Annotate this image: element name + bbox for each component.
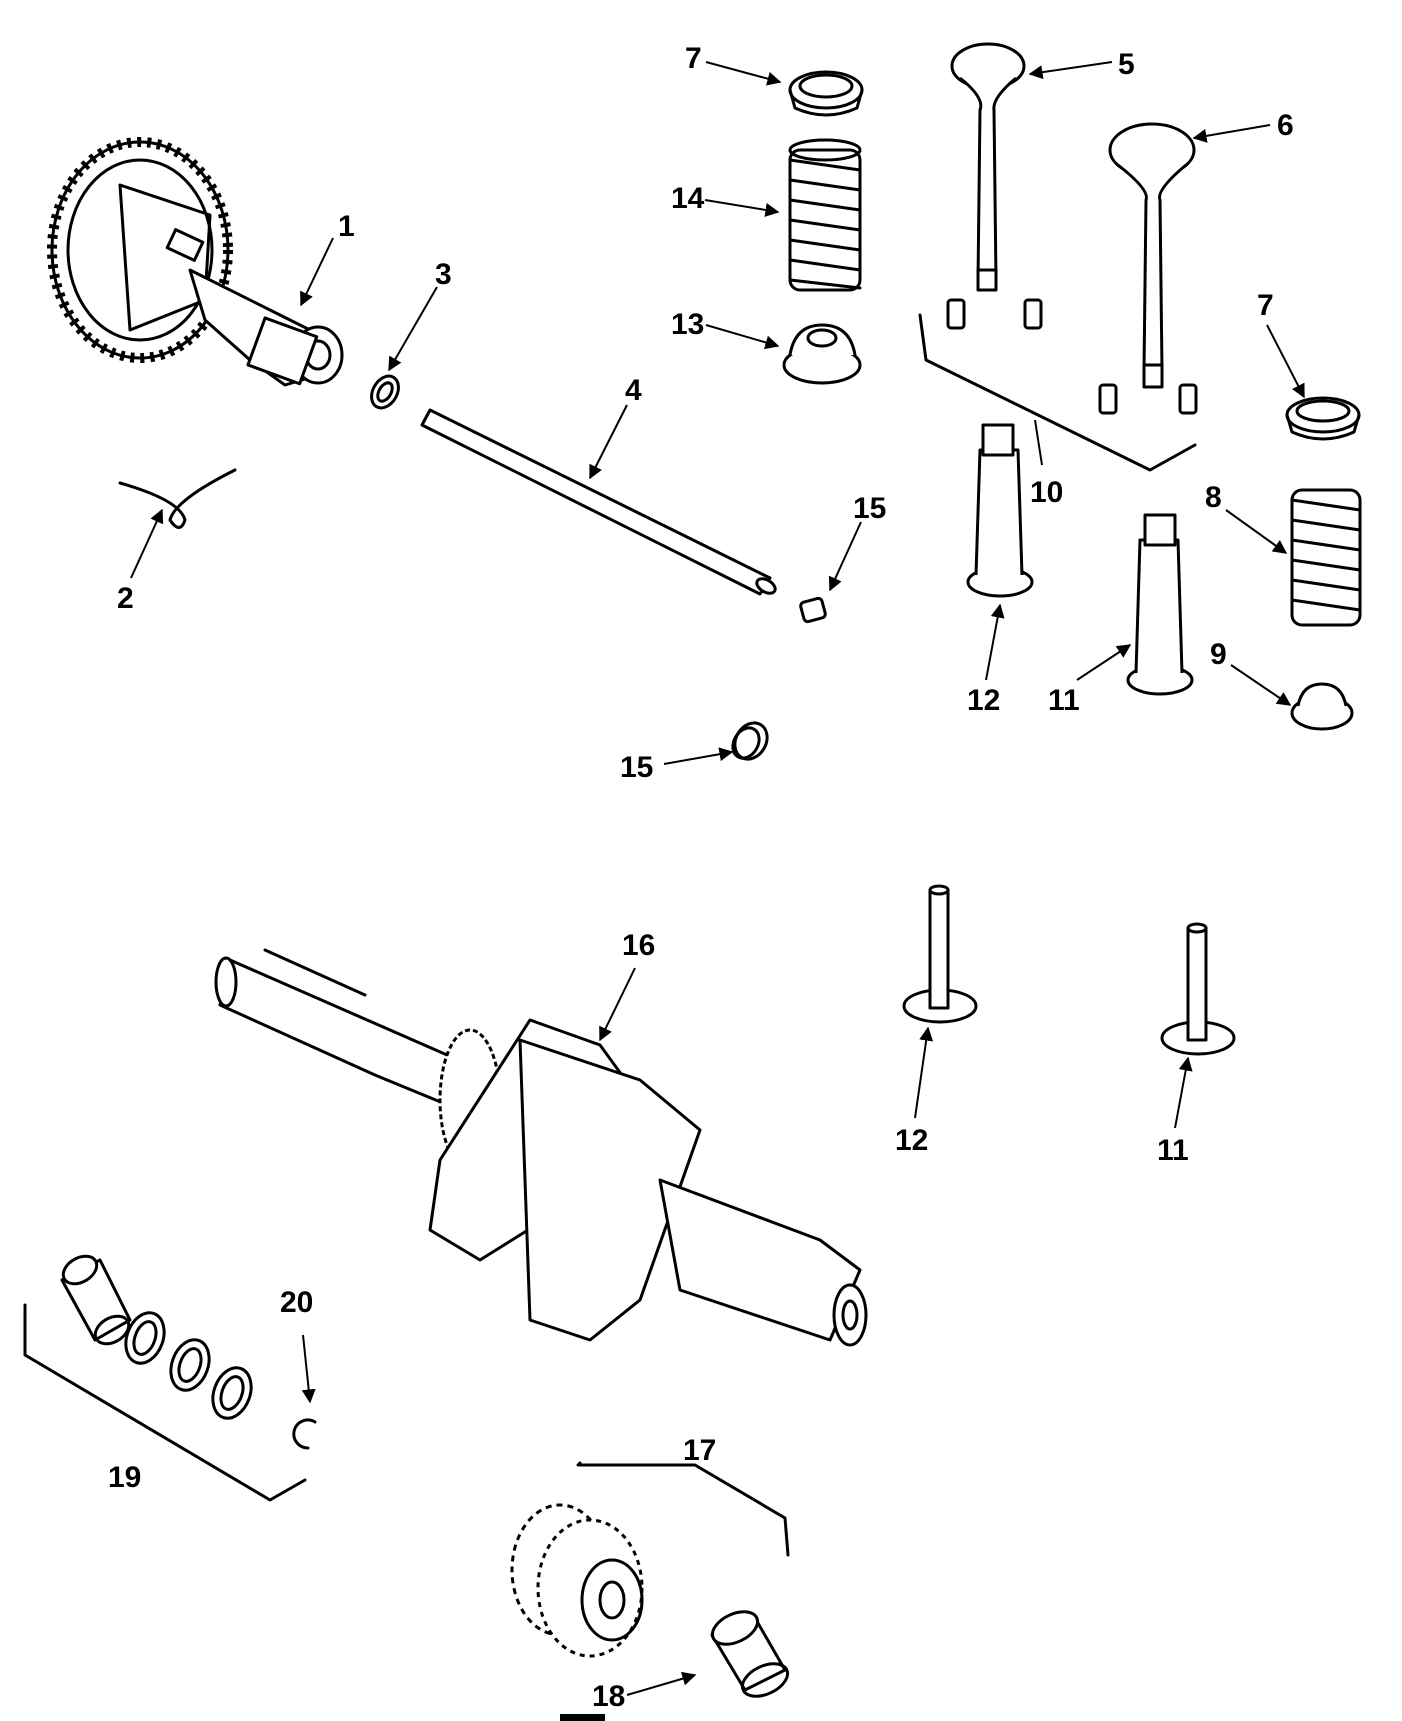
- callout-2: 2: [117, 582, 134, 615]
- callout-9: 9: [1210, 638, 1227, 671]
- callout-18: 18: [592, 1680, 625, 1713]
- callout-20: 20: [280, 1286, 313, 1319]
- plug-lower-part: [731, 721, 769, 761]
- valve-cap-part: [782, 323, 862, 385]
- callout-5: 5: [1118, 48, 1135, 81]
- callout-8: 8: [1205, 481, 1222, 514]
- callout-13: 13: [671, 308, 704, 341]
- tappet-upper-right-part: [1126, 513, 1194, 696]
- callout-15-upper: 15: [853, 492, 886, 525]
- callout-1: 1: [338, 210, 355, 243]
- keepers-kit-part: [918, 298, 1198, 472]
- valve-spring-upper-part: [788, 138, 862, 292]
- valve-five-part: [950, 42, 1026, 292]
- callout-6: 6: [1277, 109, 1294, 142]
- callout-12-lower: 12: [895, 1124, 928, 1157]
- retainer-right-part: [1285, 396, 1361, 441]
- spring-clip-part: [118, 468, 237, 529]
- leader-lines: [130, 61, 1305, 1696]
- callout-4: 4: [625, 374, 642, 407]
- tappet-upper-part: [966, 423, 1034, 598]
- bearing-kit-part: [23, 1254, 307, 1502]
- callout-10: 10: [1030, 476, 1063, 509]
- callout-3: 3: [435, 258, 452, 291]
- crankshaft-part: [214, 948, 868, 1347]
- callout-11-lower: 11: [1157, 1134, 1189, 1167]
- callout-15-lower: 15: [620, 751, 653, 784]
- bearing-part: [710, 1610, 790, 1698]
- tappet-lower-part: [902, 884, 978, 1024]
- circlip-part: [292, 1418, 317, 1450]
- tappet-lower-right-part: [1160, 922, 1236, 1056]
- shaft-pin-part: [420, 408, 777, 596]
- retainer-top-part: [788, 70, 864, 117]
- callout-11-upper: 11: [1048, 684, 1080, 717]
- callout-labels: 1 2 3 4 5 6 7 7 8 9 10 11 11 12 12 13 14…: [108, 42, 1294, 1713]
- callout-17: 17: [683, 1434, 716, 1467]
- callout-14: 14: [671, 182, 705, 215]
- callout-12-upper: 12: [967, 684, 1000, 717]
- valve-six-part: [1108, 122, 1196, 389]
- camshaft-gear-part: [47, 137, 344, 387]
- callout-16: 16: [622, 929, 655, 962]
- page-edge-marks: [560, 1714, 605, 1721]
- callout-19: 19: [108, 1461, 141, 1494]
- callout-7-top: 7: [685, 42, 702, 75]
- crank-gear-kit-part: [510, 1461, 790, 1658]
- valve-spring-right-part: [1290, 488, 1362, 627]
- plug-upper-part: [799, 596, 827, 624]
- washer-part: [370, 374, 400, 410]
- valve-cap-right-part: [1290, 682, 1354, 731]
- callout-7-right: 7: [1257, 289, 1274, 322]
